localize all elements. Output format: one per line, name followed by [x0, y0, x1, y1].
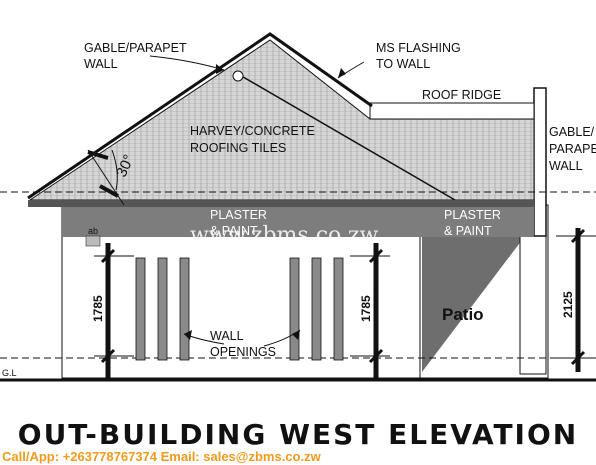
right-opening-height: 1785	[359, 295, 373, 322]
roofing-tiles-line1: HARVEY/CONCRETE	[190, 124, 315, 138]
fascia-board	[28, 200, 534, 207]
left-wall-openings	[135, 257, 190, 361]
opening-bar	[135, 257, 146, 361]
watermark: www.zbms.co.zw	[190, 223, 378, 248]
patio-shadow	[422, 236, 522, 372]
roofing-tiles-line2: ROOFING TILES	[190, 141, 286, 155]
right-wall-openings	[289, 257, 344, 361]
opening-bar	[333, 257, 344, 361]
plaster-right-line1: PLASTER	[444, 208, 501, 222]
ab-tag: ab	[88, 226, 98, 236]
pitch-marker	[87, 149, 125, 206]
plaster-left-line1: PLASTER	[210, 208, 267, 222]
hip-line	[237, 73, 456, 201]
gable-outline	[27, 32, 373, 200]
opening-bar	[289, 257, 300, 361]
gable-parapet-right-line1: GABLE/	[549, 125, 595, 139]
wall-openings-line1: WALL	[210, 329, 244, 343]
ridge-cap	[232, 70, 244, 82]
arrowheads	[184, 64, 346, 340]
ab-tag-box	[85, 235, 101, 247]
gable-parapet-right-line2: PARAPE	[549, 142, 596, 156]
gable-parapet-left-line2: WALL	[84, 57, 118, 71]
ms-flashing-line2: TO WALL	[376, 57, 430, 71]
patio-dimension-line	[556, 228, 596, 372]
left-opening-height: 1785	[91, 295, 105, 322]
contact-line: Call/App: +263778767374 Email: sales@zbm…	[2, 449, 322, 464]
wall-openings-line2: OPENINGS	[210, 345, 276, 359]
gable-parapet-left-line1: GABLE/PARAPET	[84, 41, 187, 55]
ms-flashing-line1: MS FLASHING	[376, 41, 461, 55]
soffit-band	[62, 207, 534, 237]
patio-height: 2125	[561, 291, 575, 318]
opening-bar	[157, 257, 168, 361]
left-dimension-line	[94, 243, 134, 378]
drawing-title: OUT-BUILDING WEST ELEVATION	[18, 418, 578, 451]
right-dimension-line	[350, 243, 390, 378]
patio-label: Patio	[442, 305, 484, 324]
plaster-right-line2: & PAINT	[444, 224, 492, 238]
opening-bar	[311, 257, 322, 361]
opening-bar	[179, 257, 190, 361]
roof-ridge-label: ROOF RIDGE	[422, 88, 501, 102]
gable-parapet-right	[533, 87, 547, 237]
gable-parapet-right-line3: WALL	[549, 159, 583, 173]
patio-column	[519, 235, 547, 375]
plaster-left-line2: & PAINT	[210, 224, 258, 238]
roof-ridge-block	[369, 102, 535, 120]
ground-level-label: G.L	[2, 368, 17, 378]
